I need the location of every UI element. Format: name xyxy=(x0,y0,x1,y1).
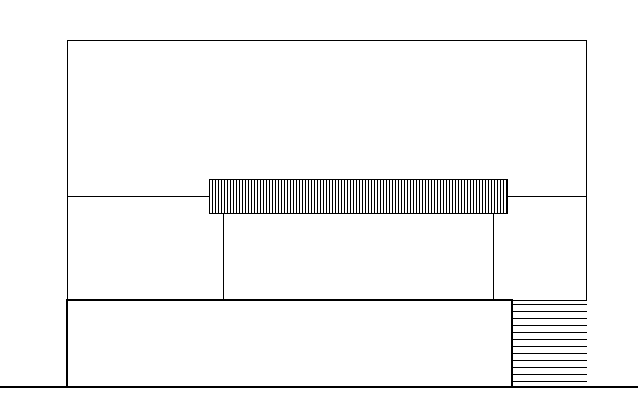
stair-steps xyxy=(513,304,587,382)
canopy-outline xyxy=(209,179,508,214)
lower-plinth-block xyxy=(66,299,513,388)
canopy-band xyxy=(209,179,508,214)
upper-volume xyxy=(67,40,587,301)
